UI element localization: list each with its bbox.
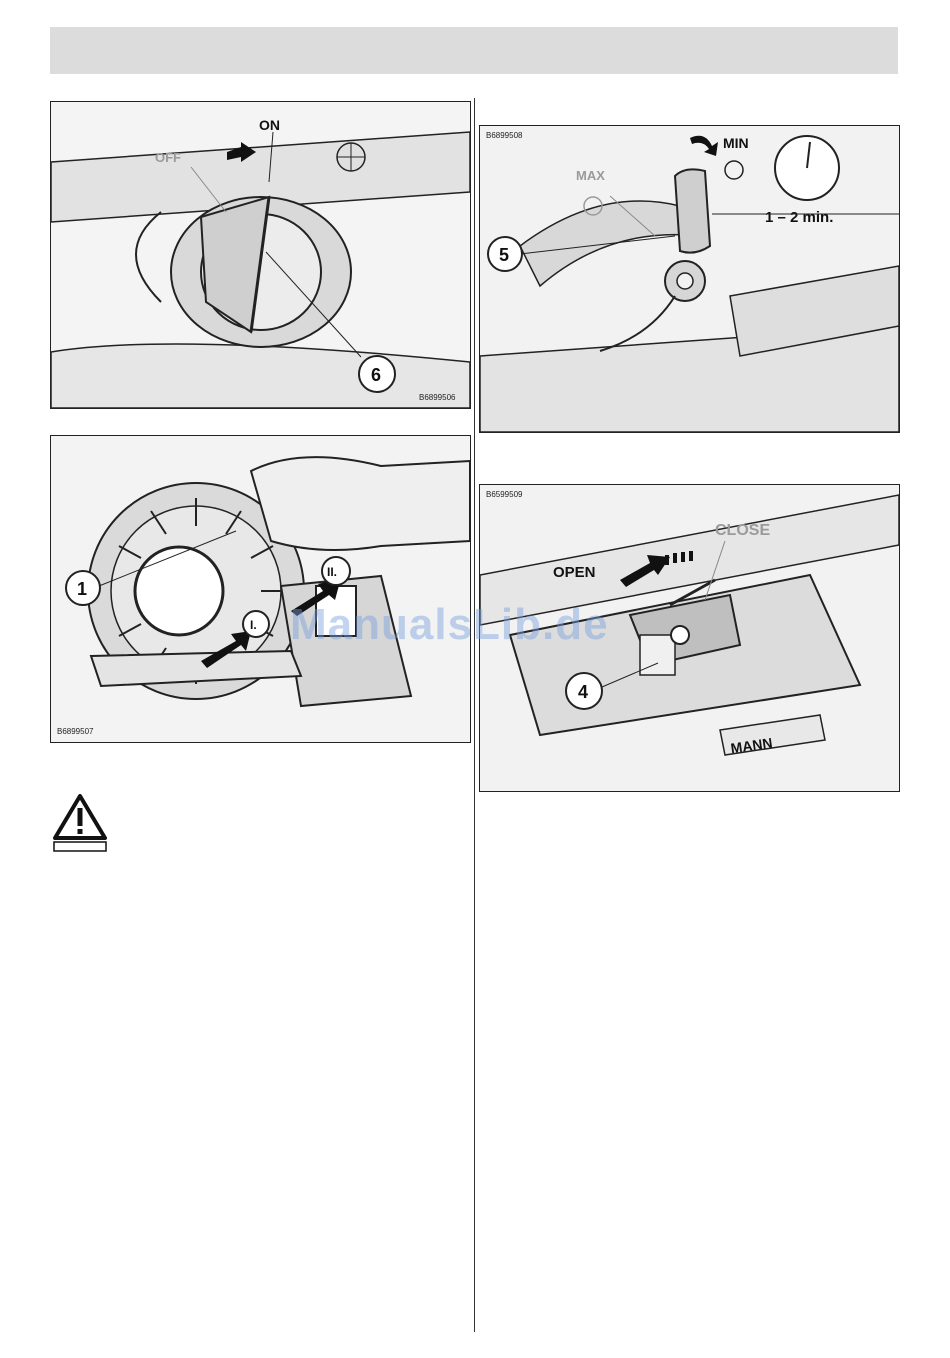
callout-1: 1 <box>77 579 87 599</box>
label-time: 1 – 2 min. <box>765 209 833 226</box>
figure-recoil-starter: I. II. 1 B6899507 <box>50 435 471 743</box>
ignition-illustration: OFF ON 6 B6899506 <box>51 102 470 408</box>
page-header-bar <box>50 27 898 74</box>
callout-5: 5 <box>499 245 509 265</box>
callout-4: 4 <box>578 682 588 702</box>
figure-choke-lever: OPEN CLOSE MANN 4 B6599509 <box>479 484 900 792</box>
figure-ignition-switch: OFF ON 6 B6899506 <box>50 101 471 409</box>
figure-code: B6599509 <box>486 490 523 499</box>
column-divider <box>474 98 475 1332</box>
label-off: OFF <box>155 150 181 165</box>
figure-fuel-priming: MIN 1 – 2 min. MAX 5 B6899508 <box>479 125 900 433</box>
label-close: CLOSE <box>715 522 770 539</box>
figure-code: B6899508 <box>486 131 523 140</box>
label-min: MIN <box>723 135 749 151</box>
figure-code: B6899506 <box>419 393 456 402</box>
warning-icon <box>53 794 107 852</box>
callout-6: 6 <box>371 365 381 385</box>
label-max: MAX <box>576 168 605 183</box>
label-step-1: I. <box>250 618 257 632</box>
label-step-2: II. <box>327 565 337 579</box>
label-on: ON <box>259 117 280 133</box>
fuel-priming-illustration: MIN 1 – 2 min. MAX 5 B6899508 <box>480 126 899 432</box>
choke-illustration: OPEN CLOSE MANN 4 B6599509 <box>480 485 899 791</box>
label-open: OPEN <box>553 564 596 581</box>
recoil-starter-illustration: I. II. 1 B6899507 <box>51 436 470 742</box>
figure-code: B6899507 <box>57 727 94 736</box>
